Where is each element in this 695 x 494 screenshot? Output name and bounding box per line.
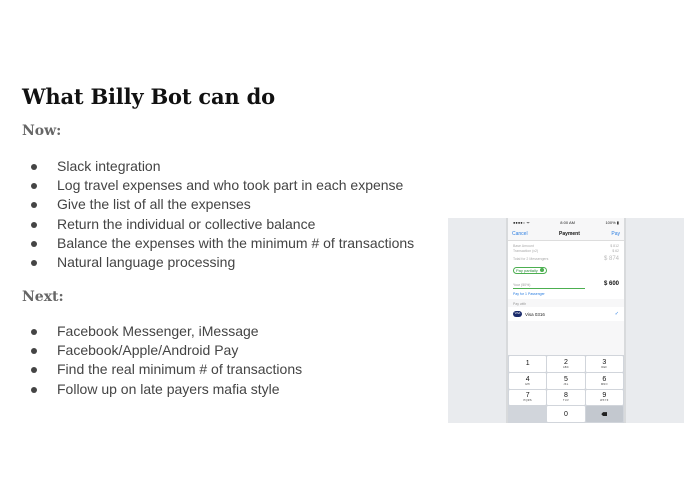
key-0[interactable]: 0	[547, 406, 585, 422]
payment-navbar: Cancel Payment Pay	[508, 227, 624, 241]
total-row: Total for 2 Messengers $ 874	[513, 256, 619, 262]
list-item: Balance the expenses with the minimum # …	[22, 234, 414, 253]
share-amount-input[interactable]: $ 600	[603, 281, 619, 287]
toggle-knob-icon	[539, 268, 544, 272]
bullet-icon	[31, 386, 37, 393]
list-item: Facebook Messenger, iMessage	[22, 322, 302, 341]
signal-icon: ●●●●○ ᯤ	[513, 219, 530, 225]
share-underline	[513, 288, 585, 289]
share-label: Your (50%)	[513, 283, 531, 287]
next-section-label: Next:	[22, 289, 64, 305]
pay-button[interactable]: Pay	[611, 230, 620, 237]
detail-row: Base Amount $ 812	[513, 244, 619, 248]
status-bar: ●●●●○ ᯤ 8:00 AM 100% ▮	[508, 218, 624, 227]
bullet-icon	[31, 329, 37, 335]
list-item: Log travel expenses and who took part in…	[22, 176, 414, 195]
now-bullet-list: Slack integration Log travel expenses an…	[22, 157, 414, 272]
phone-screenshot: ●●●●○ ᯤ 8:00 AM 100% ▮ Cancel Payment Pa…	[448, 218, 684, 423]
list-item: Facebook/Apple/Android Pay	[22, 341, 302, 360]
battery-icon: 100% ▮	[605, 220, 619, 225]
checkmark-icon: ✓	[614, 311, 619, 317]
status-time: 8:00 AM	[560, 220, 575, 225]
bullet-icon	[31, 202, 37, 209]
delete-key[interactable]	[585, 406, 623, 422]
next-bullet-list: Facebook Messenger, iMessage Facebook/Ap…	[22, 322, 302, 399]
key-blank	[509, 406, 546, 422]
now-section-label: Now:	[22, 123, 62, 139]
pay-with-label: Pay with	[508, 299, 624, 307]
cancel-button[interactable]: Cancel	[512, 230, 528, 237]
share-input-row[interactable]: Your (50%) $ 600	[513, 276, 619, 287]
key-1[interactable]: 1	[509, 356, 547, 372]
visa-card-icon: VISA	[513, 311, 522, 317]
pay-partially-toggle[interactable]: Pay partially	[513, 266, 547, 274]
list-item: Return the individual or collective bala…	[22, 215, 414, 234]
pay-partially-row: Pay partially	[513, 264, 619, 276]
card-select-row[interactable]: VISA Visa 0316 ✓	[508, 307, 624, 321]
slide-title: What Billy Bot can do	[22, 84, 275, 109]
list-item: Follow up on late payers mafia style	[22, 380, 302, 399]
detail-row: Transaction (x2) $ 62	[513, 249, 619, 253]
list-item: Give the list of all the expenses	[22, 195, 414, 214]
bullet-icon	[31, 367, 37, 374]
card-name: Visa 0316	[525, 311, 545, 317]
backspace-icon	[601, 412, 608, 417]
payment-details: Base Amount $ 812 Transaction (x2) $ 62 …	[508, 241, 624, 299]
total-amount: $ 874	[603, 256, 619, 262]
list-item: Slack integration	[22, 157, 414, 176]
bullet-icon	[31, 183, 37, 190]
phone-screen: ●●●●○ ᯤ 8:00 AM 100% ▮ Cancel Payment Pa…	[506, 218, 626, 423]
list-item: Find the real minimum # of transactions	[22, 360, 302, 379]
payment-title: Payment	[559, 230, 580, 237]
list-item: Natural language processing	[22, 253, 414, 272]
bullet-icon	[31, 164, 37, 170]
bullet-icon	[31, 240, 37, 247]
pay-for-link[interactable]: Pay for 1 Passenger	[513, 292, 545, 296]
bullet-icon	[31, 348, 37, 355]
bullet-icon	[31, 259, 37, 266]
bullet-icon	[31, 221, 37, 228]
